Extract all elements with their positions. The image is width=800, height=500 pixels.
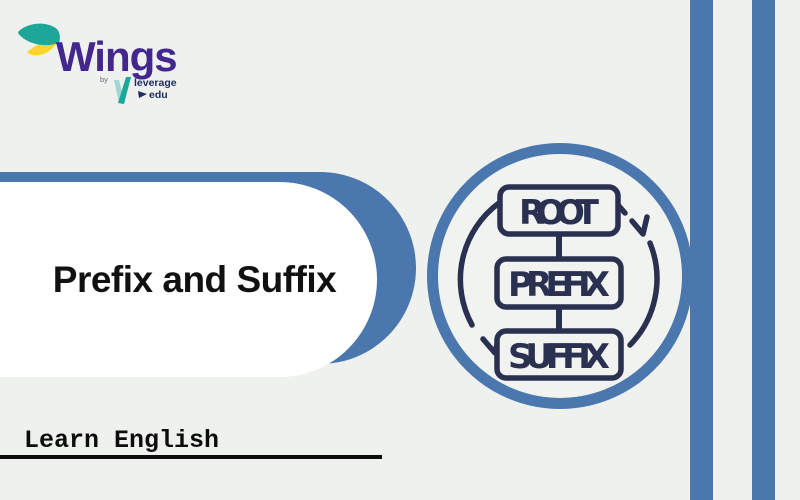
prefix-box-label: PREFIX [508, 265, 610, 305]
paper-plane-icon [138, 91, 147, 98]
leaf-swoosh-icon [18, 23, 60, 56]
leverage-label: leverage [134, 77, 177, 89]
footer-label: Learn English [24, 426, 220, 455]
brand-wordmark: Wings [56, 33, 177, 80]
wings-logo: Wings by leverage edu [18, 23, 178, 104]
accent-bar-1 [690, 0, 713, 500]
hero-diagram: ROOT PREFIX SUFFIX [427, 143, 693, 409]
accent-bar-2 [752, 0, 775, 500]
root-box-label: ROOT [519, 193, 600, 233]
page-title: Prefix and Suffix [52, 258, 337, 300]
suffix-box-label: SUFFIX [508, 337, 610, 377]
leverage-edu-logo: leverage edu [114, 77, 177, 104]
book-icon [114, 77, 131, 104]
title-pill: Prefix and Suffix [0, 182, 377, 377]
edu-label: edu [149, 89, 168, 101]
footer-underline [0, 455, 382, 459]
by-label: by [100, 75, 108, 84]
